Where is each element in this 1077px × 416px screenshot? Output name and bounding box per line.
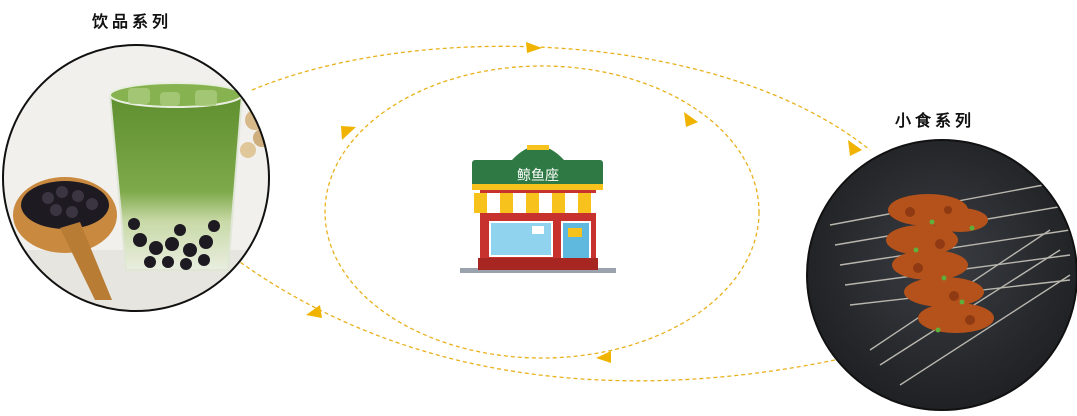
inner-cycle-path — [324, 65, 760, 359]
arrow-top-outer — [526, 42, 542, 53]
snacks-photo — [806, 139, 1077, 411]
arrow-bottom-inner — [596, 351, 611, 363]
arrow-right-outer — [848, 140, 862, 156]
arrow-bottom-left — [306, 305, 322, 318]
drinks-series-label: 饮品系列 — [92, 12, 173, 31]
arrow-inner-right — [684, 112, 698, 127]
arrow-inner-left — [341, 126, 356, 140]
store-sign-text: 鲸鱼座 — [517, 167, 559, 184]
outer-cycle-path-lower — [239, 261, 836, 382]
drinks-photo — [2, 44, 270, 312]
snacks-series-label: 小食系列 — [895, 111, 976, 130]
storefront-icon: 鲸鱼座 — [460, 145, 616, 273]
